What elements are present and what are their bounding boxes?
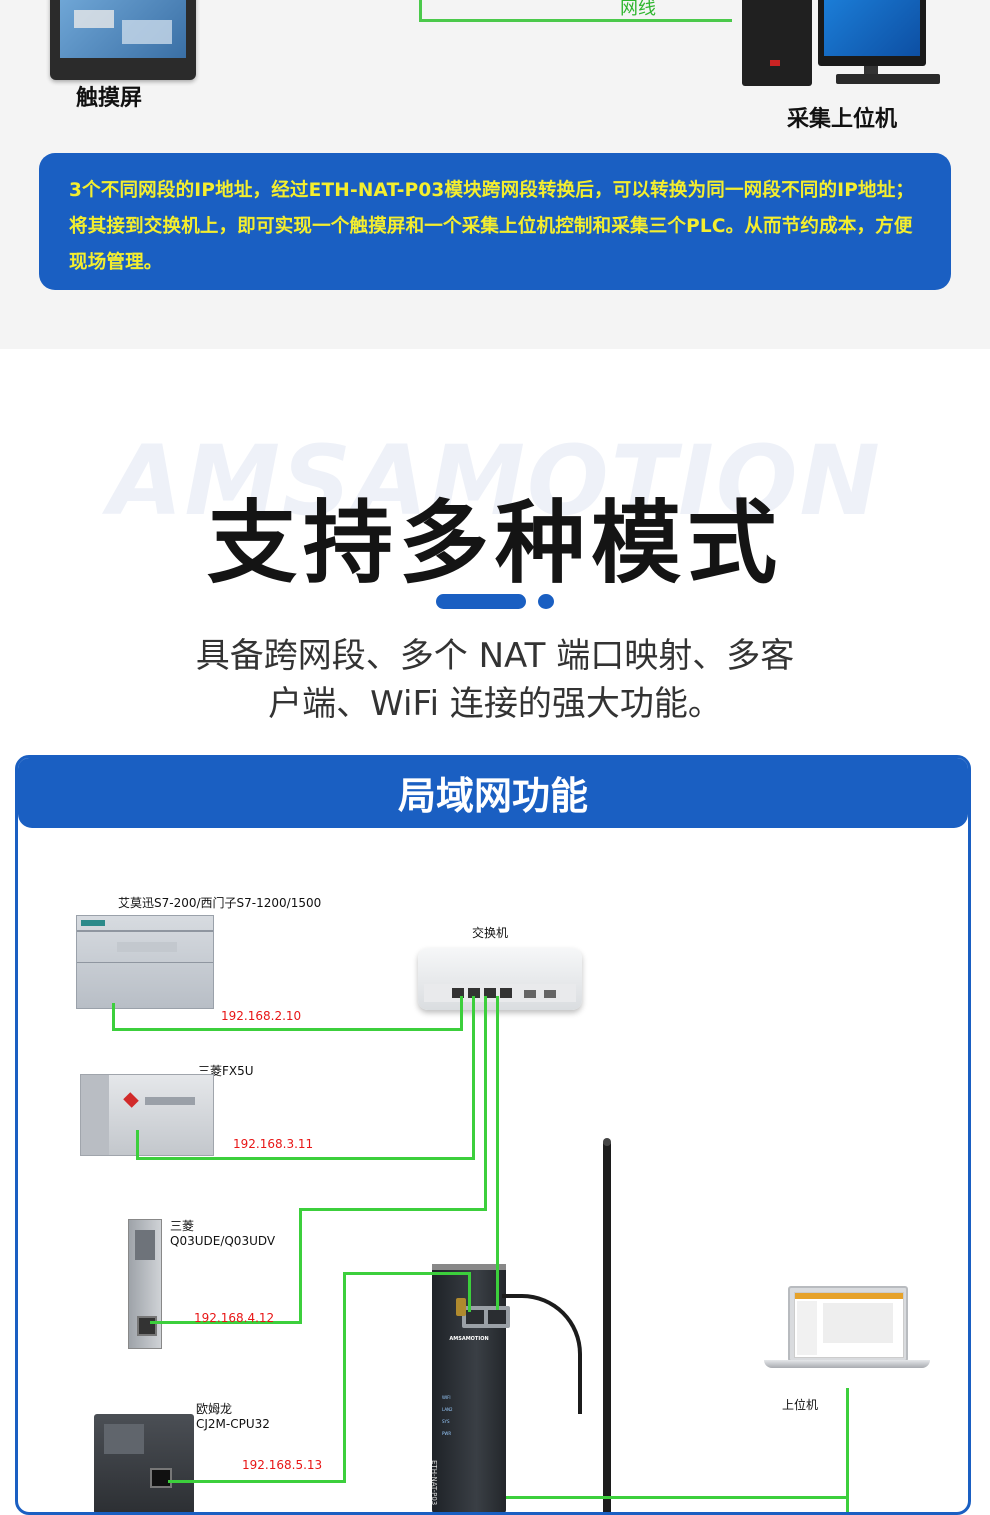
touchscreen-label: 触摸屏 [76, 86, 143, 111]
panel-title: 局域网功能 [18, 758, 968, 828]
page-title: 支持多种模式 [207, 491, 783, 596]
plc-fx5u-image [80, 1074, 214, 1156]
network-cable-label: 网线 [620, 0, 656, 19]
wire-host [846, 1388, 849, 1512]
device-label-omron-line2: CJ2M-CPU32 [196, 1417, 270, 1431]
pc-tower-image [742, 0, 812, 86]
device-label-omron-line1: 欧姆龙 [196, 1402, 233, 1416]
ip-label-q03: 192.168.4.12 [194, 1311, 275, 1325]
title-accent-bar [436, 594, 526, 609]
wire-switch-router [496, 996, 499, 1310]
topology-section: 触摸屏 网线 采集上位机 3个不同网段的IP地址，经过ETH-NAT-P03模块… [0, 0, 990, 349]
host-laptop-image [788, 1286, 908, 1362]
device-label-q03-line1: 三菱 [170, 1219, 195, 1233]
info-box: 3个不同网段的IP地址，经过ETH-NAT-P03模块跨网段转换后，可以转换为同… [39, 153, 951, 290]
wire-q03 [150, 1321, 302, 1324]
network-wire [419, 0, 422, 22]
pc-label: 采集上位机 [787, 107, 898, 132]
wire-fx5u [136, 1130, 139, 1160]
antenna-tall [603, 1140, 611, 1512]
plc-q03-image [128, 1219, 162, 1349]
wire-omron [168, 1480, 346, 1483]
network-switch-image [418, 948, 582, 1010]
pc-monitor-image [818, 0, 926, 66]
device-label-q03-line2: Q03UDE/Q03UDV [170, 1234, 276, 1248]
plc-s7-image [76, 915, 214, 1009]
subtitle-line-1: 具备跨网段、多个 NAT 端口映射、多客 [195, 636, 795, 676]
info-text: 3个不同网段的IP地址，经过ETH-NAT-P03模块跨网段转换后，可以转换为同… [69, 180, 915, 273]
ip-label-fx5u: 192.168.3.11 [233, 1137, 314, 1151]
plc-omron-image [94, 1414, 194, 1512]
page-subtitle: 具备跨网段、多个 NAT 端口映射、多客 户端、WiFi 连接的强大功能。 [0, 632, 990, 728]
router-ports [462, 1306, 510, 1328]
touchscreen-image [50, 0, 196, 80]
router-model: ETH-NAT-P03 [430, 1460, 438, 1506]
title-accent-dot [538, 594, 554, 609]
led-label-wifi: WIFI [442, 1395, 451, 1400]
ip-label-s7: 192.168.2.10 [221, 1009, 302, 1023]
antenna-cable [502, 1294, 582, 1414]
router-brand: AMSAMOTION [449, 1336, 489, 1342]
led-label-pwr: PWR [442, 1431, 452, 1436]
ip-label-omron: 192.168.5.13 [242, 1458, 323, 1472]
device-label-s7: 艾莫迅S7-200/西门子S7-1200/1500 [118, 896, 322, 910]
switch-label: 交换机 [472, 926, 509, 940]
brand-watermark: AMSAMOTION [108, 425, 882, 537]
led-label-lan2: LAN2 [442, 1407, 453, 1412]
router-leds: WIFI LAN2 SYS PWR [442, 1392, 462, 1440]
antenna-stub [456, 1298, 466, 1316]
lan-function-panel: 局域网功能 艾莫迅S7-200/西门子S7-1200/1500 三菱FX5U 三… [15, 755, 971, 1515]
keyboard-image [836, 74, 940, 84]
subtitle-line-2: 户端、WiFi 连接的强大功能。 [268, 684, 722, 724]
led-label-sys: SYS [442, 1419, 450, 1424]
host-label: 上位机 [782, 1398, 819, 1412]
wire-s7 [112, 1003, 115, 1031]
